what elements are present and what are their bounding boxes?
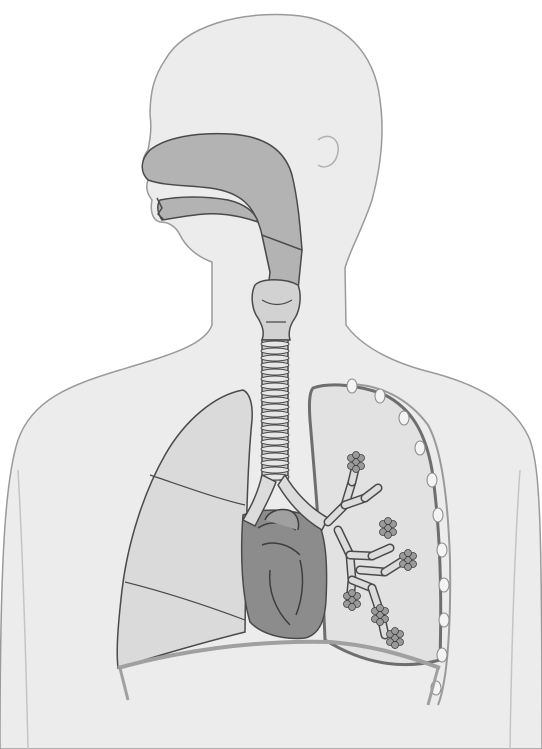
trachea-ring (261, 411, 289, 417)
trachea-ring (261, 460, 289, 466)
trachea-ring (261, 348, 289, 354)
pleural-bump (415, 441, 425, 455)
alveolus (377, 619, 384, 626)
trachea-ring (261, 418, 289, 424)
trachea-ring (261, 362, 289, 368)
trachea-ring (261, 341, 289, 347)
alveolus (377, 605, 384, 612)
trachea-ring (261, 439, 289, 445)
alveolus (405, 550, 412, 557)
alveolus (385, 532, 392, 539)
alveolus (353, 466, 360, 473)
pleural-bump (399, 411, 409, 425)
pleural-bump (437, 648, 447, 662)
trachea-ring (261, 397, 289, 403)
trachea-ring (261, 425, 289, 431)
trachea-ring (261, 453, 289, 459)
alveolus (353, 452, 360, 459)
trachea-ring (261, 355, 289, 361)
alveolus (392, 642, 399, 649)
trachea-ring (261, 376, 289, 382)
pleural-bump (427, 473, 437, 487)
trachea-ring (261, 390, 289, 396)
alveolus (349, 604, 356, 611)
trachea (261, 340, 289, 480)
pleural-bump (375, 389, 385, 403)
trachea-ring (261, 383, 289, 389)
pleural-bump (437, 543, 447, 557)
trachea-ring (261, 467, 289, 473)
trachea-ring (261, 432, 289, 438)
alveolus (392, 628, 399, 635)
pleural-bump (433, 508, 443, 522)
trachea-ring (261, 369, 289, 375)
trachea-ring (261, 446, 289, 452)
pleural-bump (439, 613, 449, 627)
pleural-bump (347, 379, 357, 393)
trachea-ring (261, 404, 289, 410)
alveolus (385, 518, 392, 525)
heart (242, 509, 327, 638)
alveolus (349, 590, 356, 597)
alveolus (405, 564, 412, 571)
pleural-bump (439, 578, 449, 592)
